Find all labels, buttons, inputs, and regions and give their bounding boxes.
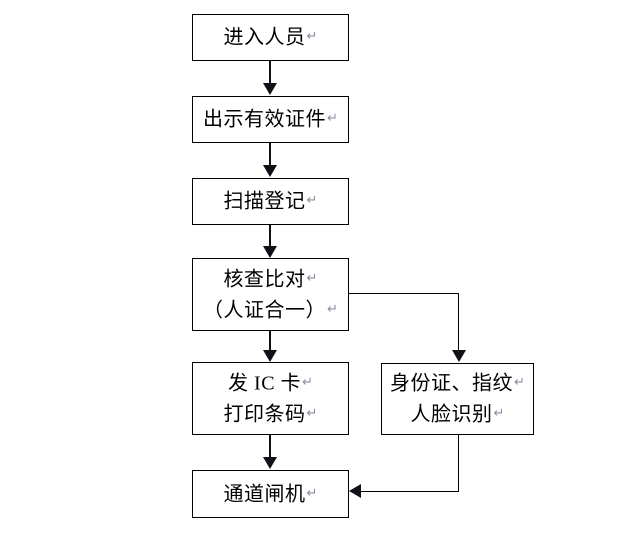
pilcrow-mark: ↵: [306, 270, 318, 286]
node-issue-card-line-2: 打印条码↵: [223, 403, 318, 426]
pilcrow-mark: ↵: [493, 406, 505, 421]
node-verify-match-line-2: （人证合一）↵: [203, 299, 338, 322]
node-verify-match[interactable]: 核查比对↵ （人证合一）↵: [192, 258, 349, 331]
connector-entry-person-to-show-id: [269, 61, 271, 84]
pilcrow-mark: ↵: [306, 193, 318, 209]
arrowhead-biometrics: [452, 350, 466, 362]
node-biometrics-line-2: 人脸识别↵: [410, 403, 505, 426]
node-biometrics[interactable]: 身份证、指纹↵ 人脸识别↵: [381, 363, 534, 435]
node-gate[interactable]: 通道闸机↵: [192, 470, 349, 518]
node-scan-register[interactable]: 扫描登记↵: [192, 178, 349, 225]
node-entry-person-line-1: 进入人员↵: [223, 26, 318, 49]
pilcrow-mark: ↵: [327, 301, 338, 317]
connector-biometrics-to-gate-horizontal: [361, 491, 459, 492]
connector-verify-match-to-issue-card: [269, 331, 271, 351]
node-biometrics-line-1: 身份证、指纹↵: [390, 373, 525, 395]
arrowhead-verify-match: [263, 246, 277, 258]
pilcrow-mark: ↵: [306, 29, 318, 45]
node-scan-register-line-1: 扫描登记↵: [223, 190, 318, 213]
connector-scan-register-to-verify-match: [269, 225, 271, 247]
pilcrow-mark: ↵: [327, 111, 338, 127]
connector-verify-match-to-biometrics-horizontal: [349, 293, 459, 294]
arrowhead-show-id: [263, 83, 277, 95]
node-issue-card-line-1: 发 IC 卡↵: [228, 372, 313, 395]
pilcrow-mark: ↵: [514, 375, 525, 391]
node-verify-match-line-1: 核查比对↵: [223, 268, 318, 291]
arrowhead-issue-card: [263, 350, 277, 362]
arrowhead-scan-register: [263, 165, 277, 177]
node-show-id-line-1: 出示有效证件↵: [203, 108, 338, 131]
arrowhead-gate-from-biometrics: [349, 484, 361, 498]
connector-biometrics-to-gate-vertical: [458, 435, 459, 492]
connector-issue-card-to-gate: [269, 435, 271, 458]
connector-show-id-to-scan-register: [269, 143, 271, 166]
pilcrow-mark: ↵: [306, 485, 318, 501]
arrowhead-gate: [263, 457, 277, 469]
pilcrow-mark: ↵: [306, 405, 318, 421]
node-issue-card[interactable]: 发 IC 卡↵ 打印条码↵: [192, 362, 349, 435]
node-show-id[interactable]: 出示有效证件↵: [192, 96, 349, 143]
connector-verify-match-to-biometrics-vertical: [458, 293, 459, 351]
pilcrow-mark: ↵: [302, 374, 313, 390]
node-entry-person[interactable]: 进入人员↵: [192, 14, 349, 61]
node-gate-line-1: 通道闸机↵: [223, 483, 318, 506]
